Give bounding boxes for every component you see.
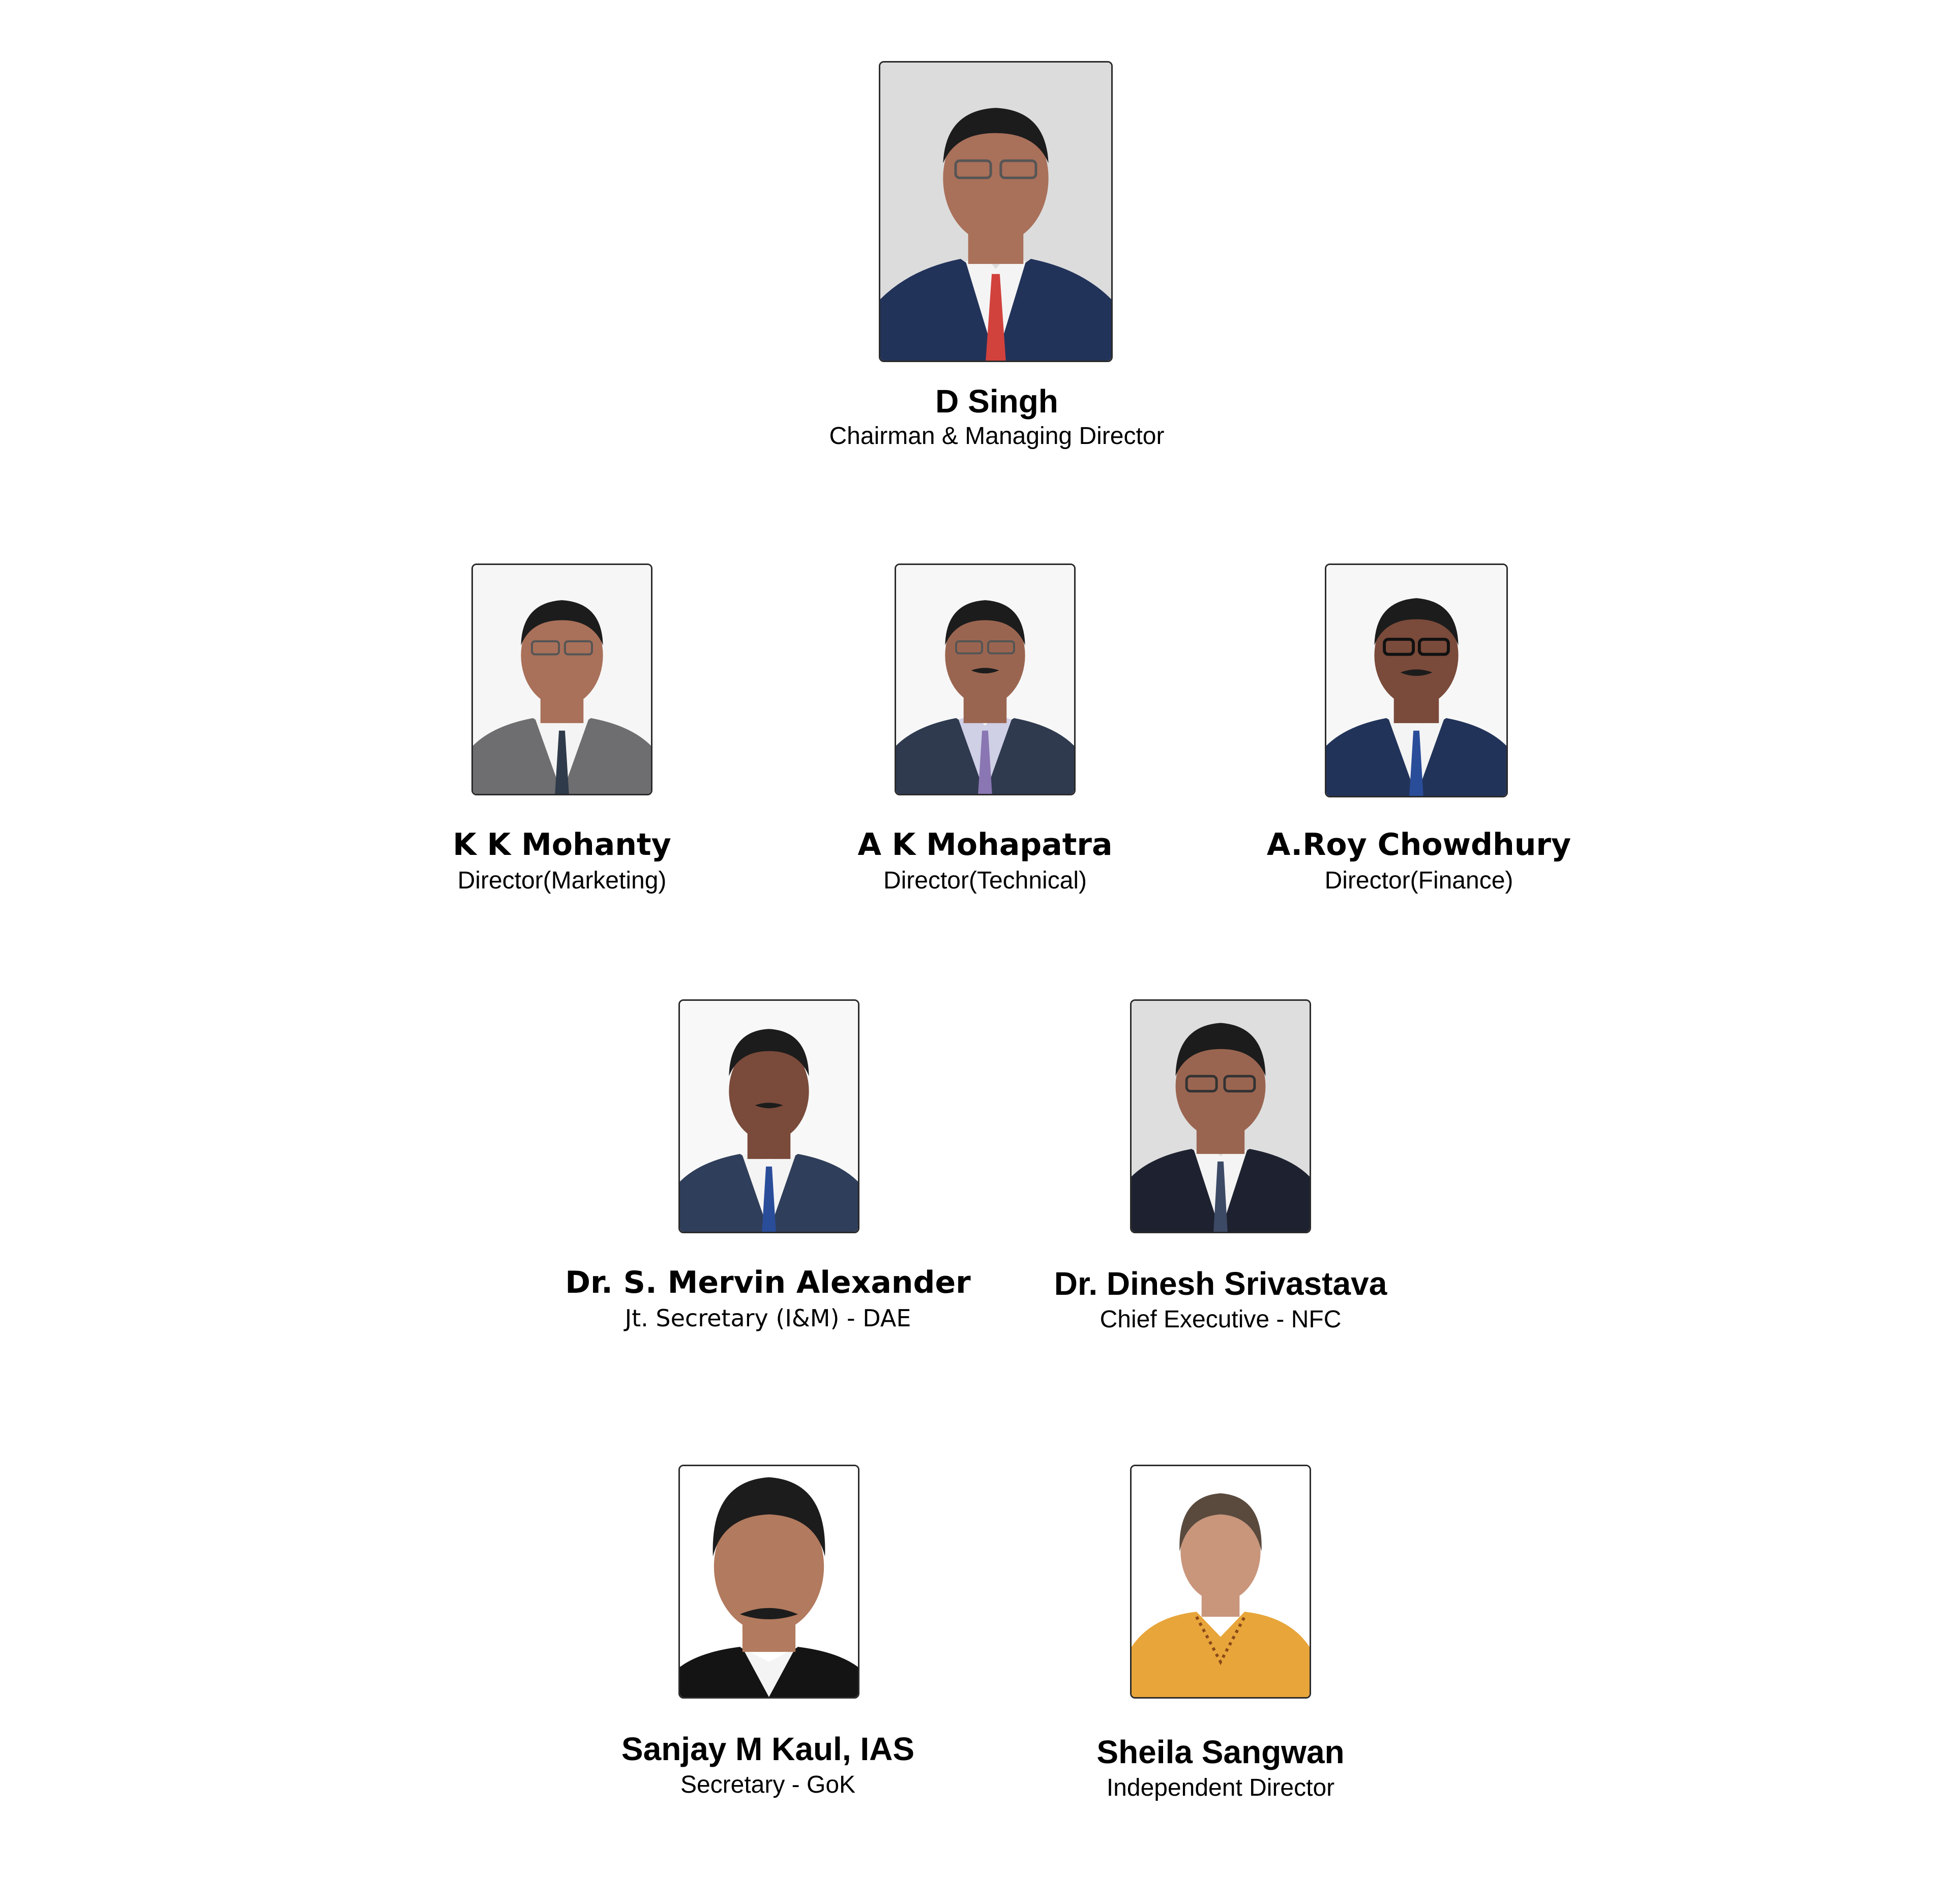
portrait-image <box>1326 565 1506 796</box>
portrait-image <box>1132 1001 1310 1232</box>
member-title: Chairman & Managing Director <box>829 423 1165 450</box>
portrait-image <box>680 1466 858 1697</box>
member-card-sanjay-m-kaul: Sanjay M Kaul, IAS Secretary - GoK <box>565 1465 971 1821</box>
member-photo <box>678 1465 859 1699</box>
member-name: A.Roy Chowdhury <box>1266 827 1571 863</box>
member-title: Director(Marketing) <box>457 867 667 894</box>
portrait-image <box>880 63 1111 361</box>
member-name: A K Mohapatra <box>857 827 1113 863</box>
member-card-a-k-mohapatra: A K Mohapatra Director(Technical) <box>820 563 1150 919</box>
member-photo <box>895 563 1076 795</box>
member-title: Chief Executive - NFC <box>1100 1306 1342 1333</box>
member-name: K K Mohanty <box>453 827 671 863</box>
member-card-dinesh-srivastava: Dr. Dinesh Srivastava Chief Executive - … <box>997 999 1444 1355</box>
member-card-mervin-alexander: Dr. S. Mervin Alexander Jt. Secretary (I… <box>549 999 987 1355</box>
portrait-image <box>473 565 651 794</box>
member-title: Secretary - GoK <box>680 1771 856 1798</box>
member-photo <box>678 999 859 1233</box>
portrait-image <box>680 1001 858 1232</box>
member-name: Dr. Dinesh Srivastava <box>1054 1265 1387 1302</box>
member-title: Director(Finance) <box>1324 867 1513 894</box>
member-name: Sheila Sangwan <box>1096 1734 1345 1770</box>
member-card-d-singh: D Singh Chairman & Managing Director <box>793 61 1200 468</box>
member-photo <box>1325 563 1508 797</box>
member-photo <box>471 563 652 795</box>
member-card-a-roy-chowdhury: A.Roy Chowdhury Director(Finance) <box>1221 563 1617 919</box>
portrait-image <box>1132 1466 1310 1697</box>
member-photo <box>1130 999 1311 1233</box>
member-photo <box>1130 1465 1311 1699</box>
member-photo <box>879 61 1113 362</box>
member-name: D Singh <box>935 383 1058 420</box>
member-name: Dr. S. Mervin Alexander <box>565 1265 971 1300</box>
member-title: Director(Technical) <box>883 867 1087 894</box>
member-card-k-k-mohanty: K K Mohanty Director(Marketing) <box>397 563 727 919</box>
member-name: Sanjay M Kaul, IAS <box>621 1731 915 1767</box>
member-card-sheila-sangwan: Sheila Sangwan Independent Director <box>1017 1465 1424 1821</box>
member-title: Jt. Secretary (I&M) - DAE <box>625 1304 911 1332</box>
member-title: Independent Director <box>1106 1774 1335 1801</box>
portrait-image <box>896 565 1074 794</box>
